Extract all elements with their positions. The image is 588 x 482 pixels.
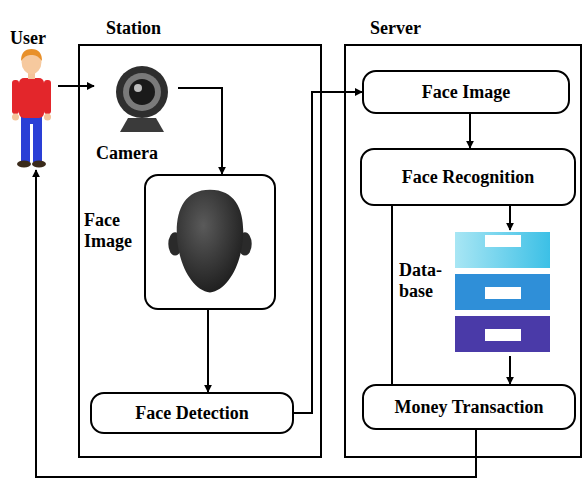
- process-box: Face Image: [362, 70, 570, 114]
- face-image-panel: Face Image: [144, 174, 276, 310]
- node-label: Face Recognition: [402, 167, 534, 188]
- node-label: Face Image: [422, 82, 510, 103]
- connector-arrow: [207, 310, 209, 392]
- head-illustration: [146, 176, 274, 308]
- connector-arrow: [469, 114, 471, 148]
- db-illustration: [455, 230, 550, 356]
- process-box: Face Detection: [90, 392, 294, 434]
- node-label: Server: [370, 18, 421, 39]
- server-frame: Face ImageFace RecognitionData- baseMone…: [344, 44, 582, 458]
- node-label: Face Detection: [135, 403, 248, 424]
- connector-arrow: [58, 85, 94, 87]
- user-figure: User: [6, 28, 58, 170]
- node-label: Station: [106, 18, 161, 39]
- node-label: Face Image: [84, 210, 140, 251]
- connector-arrow: [36, 170, 476, 477]
- connector-arrow: [509, 356, 511, 384]
- connector-arrow: [391, 206, 393, 384]
- process-box: Money Transaction: [362, 384, 576, 430]
- connector-arrow: [509, 206, 511, 230]
- node-label: Data- base: [399, 260, 449, 301]
- camera-icon: Camera: [94, 60, 178, 164]
- connector-arrow: [294, 92, 362, 413]
- process-box: Face Recognition: [360, 148, 576, 206]
- node-label: Money Transaction: [395, 397, 544, 418]
- node-label: User: [10, 28, 46, 49]
- user-illustration: [6, 28, 58, 170]
- connector-arrow: [178, 88, 222, 174]
- station-frame: CameraFace ImageFace DetectionStation: [78, 44, 322, 458]
- node-label: Camera: [96, 143, 158, 164]
- database-icon: Data- base: [455, 230, 550, 356]
